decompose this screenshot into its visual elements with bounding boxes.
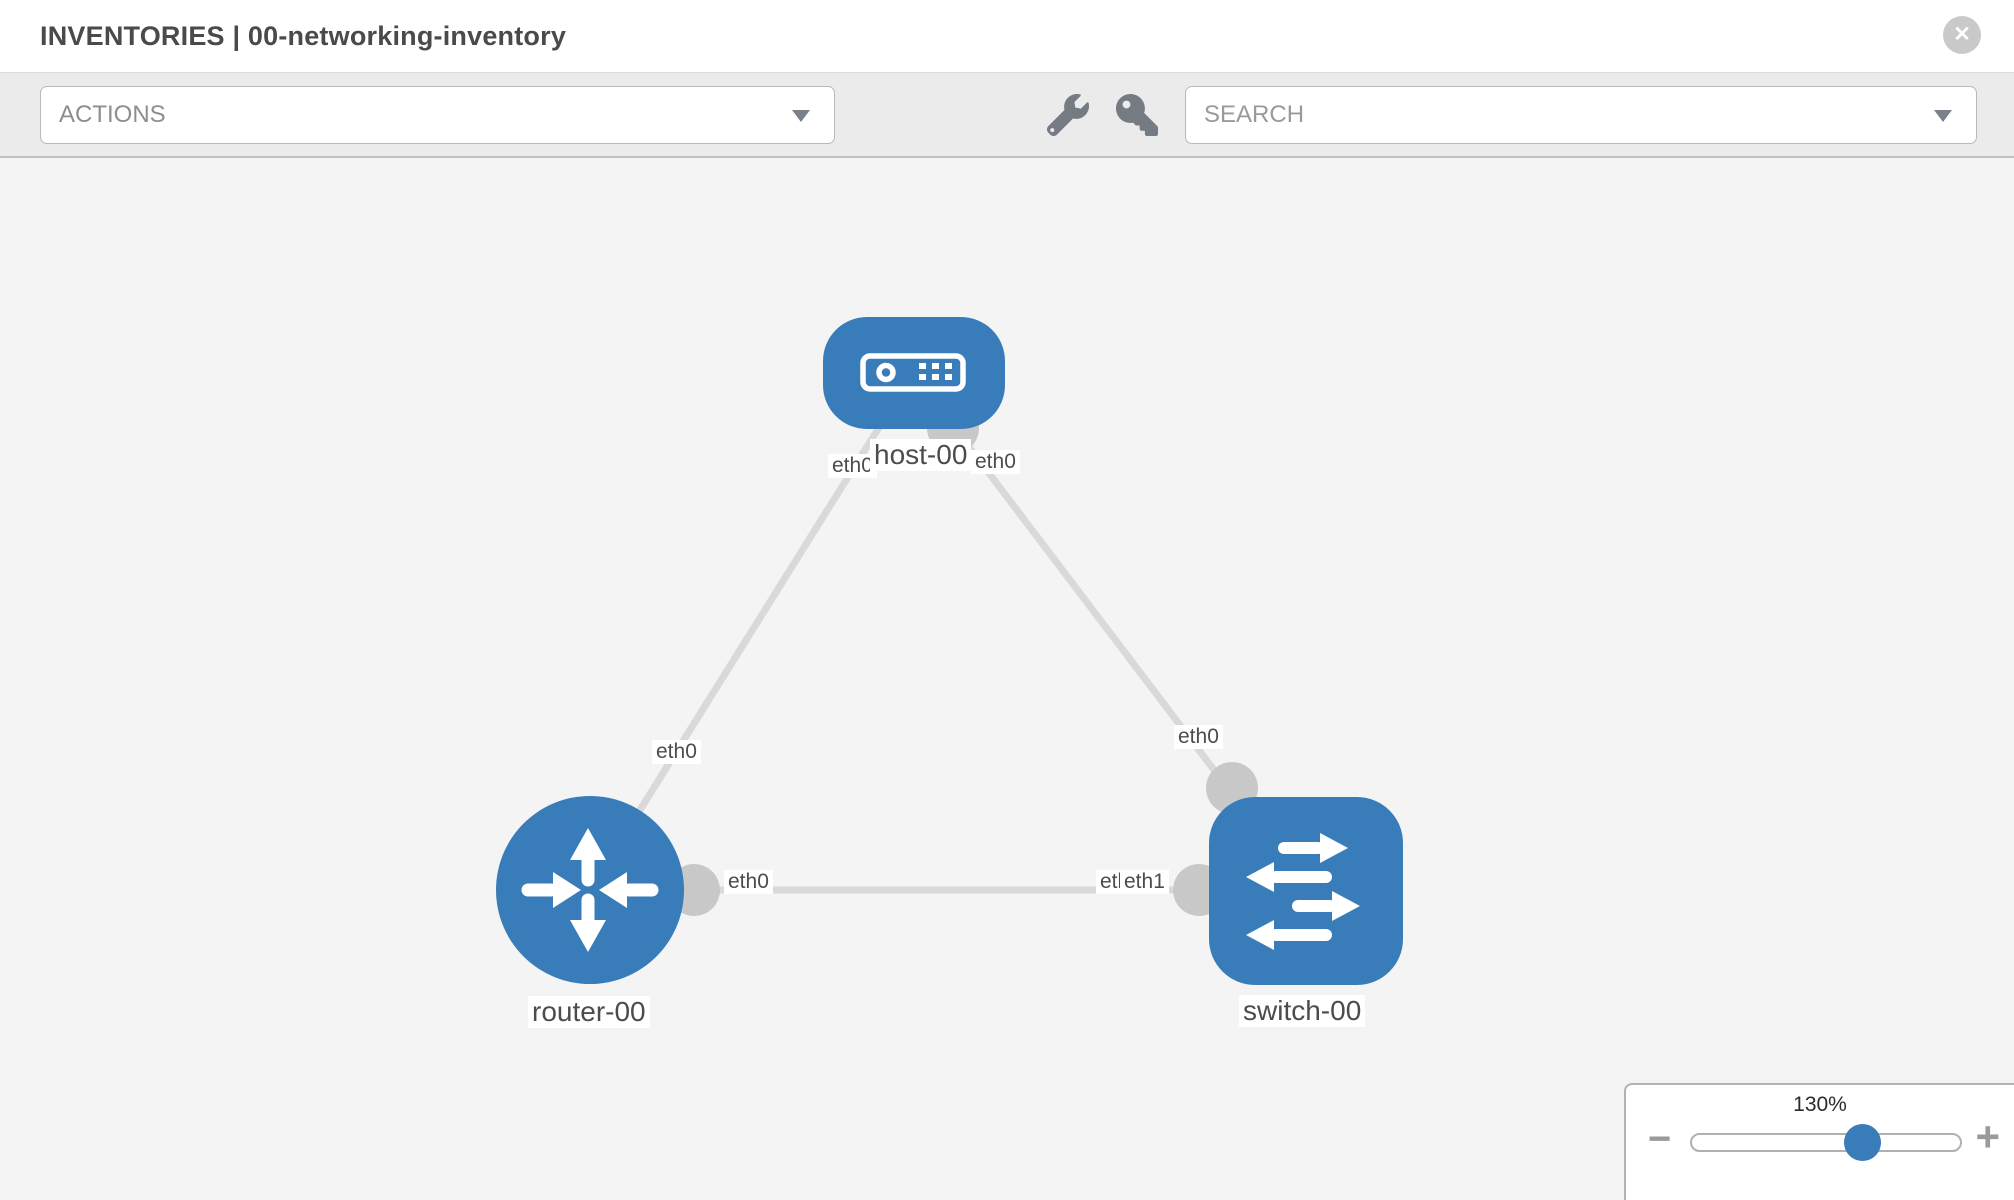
switch-icon (1246, 833, 1360, 950)
zoom-in-button[interactable]: + (1975, 1113, 2000, 1160)
toolbar: ACTIONS SEARCH (0, 72, 2014, 158)
chevron-down-icon (792, 110, 810, 122)
close-icon: ✕ (1953, 23, 1971, 46)
search-placeholder: SEARCH (1204, 101, 1305, 128)
key-icon[interactable] (1116, 94, 1158, 136)
node-host[interactable] (823, 317, 1005, 429)
topology-graph (496, 317, 1403, 985)
interface-label: eth0 (652, 740, 701, 764)
zoom-control: 130% − + (1624, 1083, 2014, 1200)
host-icon (860, 353, 966, 392)
node-label-router: router-00 (528, 996, 650, 1028)
interface-label: eth0 (971, 450, 1020, 474)
node-switch[interactable] (1209, 797, 1403, 985)
router-icon (521, 828, 659, 952)
node-label-switch: switch-00 (1239, 995, 1366, 1027)
interface-label: eth1 (1120, 870, 1169, 894)
zoom-out-button[interactable]: − (1648, 1117, 1672, 1161)
page-title: INVENTORIES | 00-networking-inventory (40, 21, 567, 51)
close-button[interactable]: ✕ (1943, 16, 1981, 54)
zoom-level-label: 130% (1793, 1093, 1847, 1116)
interface-label: eth0 (724, 870, 773, 894)
actions-dropdown[interactable]: ACTIONS (40, 86, 835, 144)
chevron-down-icon (1934, 110, 1952, 122)
actions-dropdown-label: ACTIONS (59, 101, 166, 128)
wrench-icon[interactable] (1047, 94, 1089, 136)
interface-label: eth0 (828, 454, 877, 478)
modal-header: INVENTORIES | 00-networking-inventory ✕ (0, 0, 2014, 72)
interface-label: eth0 (1174, 725, 1223, 749)
node-label-host: host-00 (870, 439, 972, 471)
topology-canvas[interactable]: eth0 host-00 eth0 eth0 eth0 eth0 eth1 et… (0, 158, 2014, 1200)
search-dropdown[interactable]: SEARCH (1185, 86, 1977, 144)
zoom-slider-knob[interactable] (1844, 1124, 1881, 1161)
node-router[interactable] (496, 796, 684, 984)
zoom-slider-track[interactable] (1690, 1133, 1962, 1152)
